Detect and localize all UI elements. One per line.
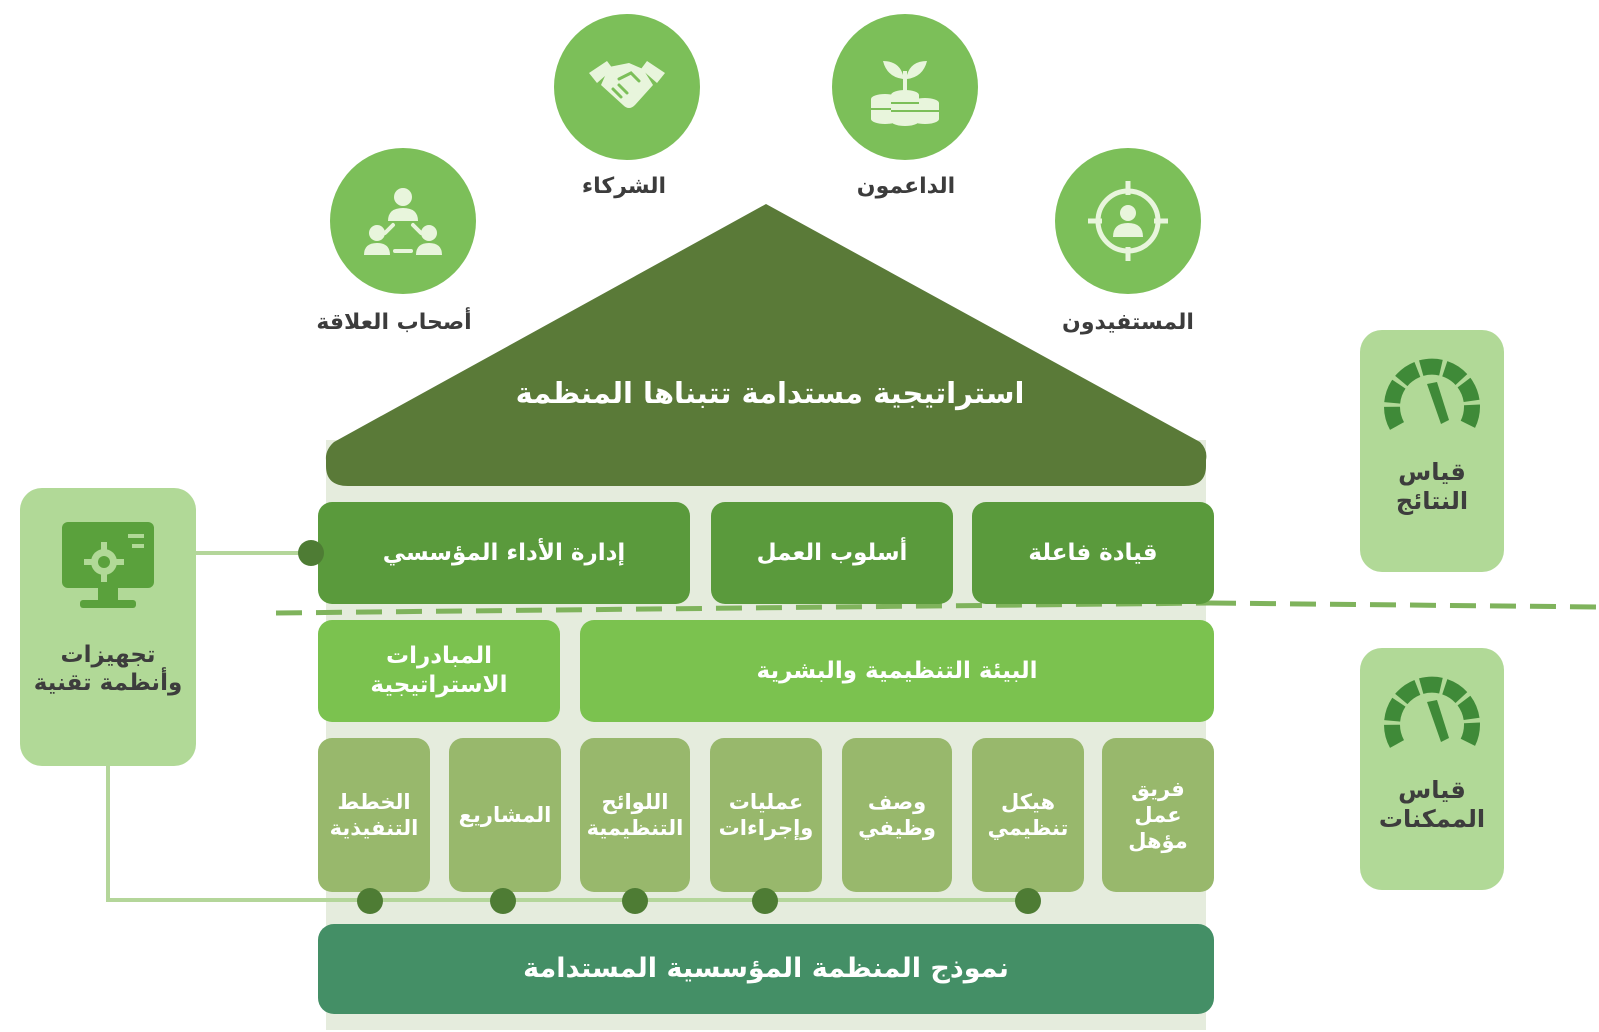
- gauge-icon: [1384, 358, 1480, 430]
- connector-dot: [622, 888, 648, 914]
- pillar-processes: عمليات وإجراءات: [710, 738, 822, 892]
- box-performance-management: إدارة الأداء المؤسسي: [318, 502, 690, 604]
- stakeholder-label-partners: الشركاء: [581, 174, 667, 199]
- pillar-qualified-team: فريق عمل مؤهل: [1102, 738, 1214, 892]
- pillar-job-description: وصف وظيفي: [842, 738, 952, 892]
- stakeholder-circle-supporters: [832, 14, 978, 160]
- pillar-executive-plans: الخطط التنفيذية: [318, 738, 430, 892]
- connector-dot: [752, 888, 778, 914]
- people-network-icon: [364, 188, 442, 255]
- pillar-projects: المشاريع: [449, 738, 561, 892]
- pillar-regulations: اللوائح التنظيمية: [580, 738, 690, 892]
- target-person-icon: [1088, 181, 1168, 261]
- computer-gear-icon: [62, 522, 154, 608]
- box-strategic-initiatives: المبادرات الاستراتيجية: [318, 620, 560, 722]
- roof: [325, 204, 1207, 486]
- box-effective-leadership: قيادة فاعلة: [972, 502, 1214, 604]
- enablers-measure-label: قياس الممكنات: [1378, 776, 1486, 833]
- stakeholder-circle-partners: [554, 14, 700, 160]
- stakeholder-circle-beneficiaries: [1055, 148, 1201, 294]
- stakeholder-label-supporters: الداعمون: [856, 174, 956, 199]
- connector-dot: [490, 888, 516, 914]
- connector-dot: [298, 540, 324, 566]
- connector-dot: [357, 888, 383, 914]
- handshake-icon: [589, 61, 665, 108]
- box-work-style: أسلوب العمل: [711, 502, 953, 604]
- stakeholder-label-beneficiaries: المستفيدون: [1062, 310, 1194, 335]
- gauge-icon: [1384, 676, 1480, 748]
- stakeholder-label-relations: أصحاب العلاقة: [316, 310, 472, 335]
- box-organizational-environment: البيئة التنظيمية والبشرية: [580, 620, 1214, 722]
- connector-dot: [1015, 888, 1041, 914]
- roof-title: استراتيجية مستدامة تتبناها المنظمة: [515, 376, 1025, 410]
- base-model-title: نموذج المنظمة المؤسسية المستدامة: [318, 924, 1214, 1014]
- tech-systems-label: تجهيزات وأنظمة تقنية: [33, 642, 183, 696]
- pillar-org-structure: هيكل تنظيمي: [972, 738, 1084, 892]
- stakeholder-circle-relations: [330, 148, 476, 294]
- results-measure-label: قياس النتائج: [1395, 458, 1469, 515]
- plant-coins-icon: [871, 61, 939, 126]
